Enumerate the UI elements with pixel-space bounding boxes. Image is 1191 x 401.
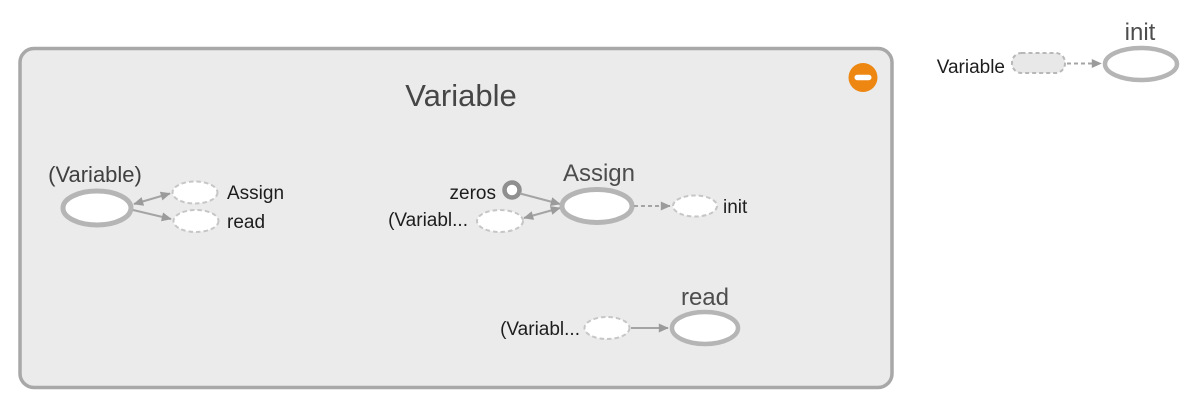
variable-metanode-proxy-rect[interactable] bbox=[1011, 52, 1066, 74]
metanode-variable: Variable (Variable) Assign read Assign z… bbox=[18, 46, 894, 390]
init-op-ellipse[interactable] bbox=[1102, 45, 1180, 83]
assign-op-label: Assign bbox=[563, 160, 635, 187]
assign-proxy-ellipse[interactable] bbox=[171, 180, 219, 205]
variable-input-proxy-ellipse[interactable] bbox=[476, 209, 524, 233]
node-assign-op: Assign zeros (Variabl... init bbox=[388, 160, 748, 233]
init-output-proxy-ellipse[interactable] bbox=[672, 194, 718, 218]
edge-variable-proxy-to-assign bbox=[523, 206, 561, 220]
read-variable-input-label: (Variabl... bbox=[500, 319, 580, 340]
assign-proxy-label: Assign bbox=[227, 183, 284, 204]
read-proxy-ellipse[interactable] bbox=[172, 209, 220, 233]
edge-variable-to-assign-proxy bbox=[133, 191, 171, 206]
node-read-op: read (Variabl... bbox=[500, 284, 741, 347]
edge-variable-to-read-proxy bbox=[132, 209, 172, 222]
init-output-label: init bbox=[723, 197, 748, 218]
zeros-constant-circle[interactable] bbox=[502, 180, 522, 200]
variable-op-label: (Variable) bbox=[48, 162, 142, 187]
edge-zeros-to-assign bbox=[519, 192, 561, 207]
zeros-input-label: zeros bbox=[450, 183, 496, 204]
read-variable-input-proxy-ellipse[interactable] bbox=[583, 316, 631, 340]
read-op-ellipse[interactable] bbox=[669, 309, 741, 347]
metanode-variable-title: Variable bbox=[405, 78, 516, 113]
metanode-variable-box[interactable] bbox=[18, 46, 894, 390]
collapse-button[interactable] bbox=[848, 63, 878, 92]
node-variable-op: (Variable) Assign read bbox=[48, 162, 284, 233]
read-op-label: read bbox=[681, 284, 729, 311]
variable-input-label: (Variabl... bbox=[388, 210, 468, 231]
read-proxy-label: read bbox=[227, 212, 265, 233]
init-variable-input-label: Variable bbox=[937, 57, 1005, 78]
init-op-label: init bbox=[1125, 19, 1156, 46]
node-init-op: Variable init bbox=[937, 19, 1180, 83]
assign-op-ellipse[interactable] bbox=[559, 187, 635, 225]
minus-icon bbox=[854, 74, 872, 81]
variable-op-ellipse[interactable] bbox=[60, 188, 134, 228]
